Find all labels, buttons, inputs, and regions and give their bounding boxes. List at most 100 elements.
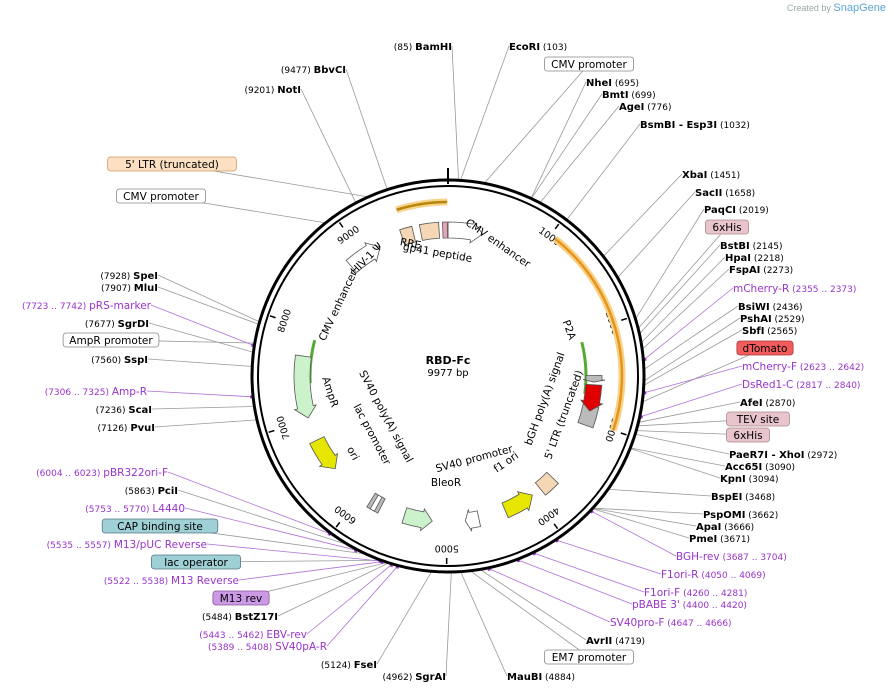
watermark-brand: SnapGene — [833, 2, 886, 14]
site-label-afei[interactable]: AfeI (2870) — [740, 398, 795, 409]
leader-line — [618, 191, 696, 278]
leader-line — [518, 559, 633, 605]
site-label-agei[interactable]: AgeI (776) — [619, 102, 671, 113]
site-label-text: pBABE 3' (4400 .. 4420) — [632, 599, 747, 611]
watermark-prefix: Created by — [786, 3, 831, 13]
site-label-hpai[interactable]: HpaI (2218) — [725, 253, 784, 264]
site-label-sbfi[interactable]: SbfI (2565) — [742, 326, 797, 337]
site-label-f1ori-f[interactable]: F1ori-F (4260 .. 4281) — [644, 587, 747, 599]
site-name: BsmBI - Esp3I — [640, 120, 717, 131]
site-label-text: F1ori-R (4050 .. 4069) — [661, 569, 766, 581]
site-label-bbvci[interactable]: (9477) BbvCI — [281, 65, 346, 76]
site-label-avrii[interactable]: AvrII (4719) — [586, 636, 645, 647]
site-label-pspomi[interactable]: PspOMI (3662) — [703, 510, 778, 521]
site-label-apai[interactable]: ApaI (3666) — [696, 522, 754, 533]
site-label-bstbi[interactable]: BstBI (2145) — [720, 241, 783, 252]
site-label-box — [62, 332, 160, 348]
site-label-mcherry-r[interactable]: mCherry-R (2355 .. 2373) — [733, 283, 856, 295]
site-label-text: BspEI (3468) — [711, 492, 775, 503]
site-position: (7723 .. 7742) — [22, 302, 89, 312]
ring-inner — [257, 185, 639, 567]
site-label-amp-r[interactable]: (7306 .. 7325) Amp-R — [45, 386, 147, 398]
plasmid-name: RBD-Fc — [426, 354, 471, 367]
site-label-cap-binding-site[interactable]: CAP binding site — [101, 518, 219, 534]
site-position: (2529) — [772, 315, 805, 325]
site-label-sgrdi[interactable]: (7677) SgrDI — [85, 319, 149, 330]
site-label-fsei[interactable]: (5124) FseI — [321, 660, 377, 671]
site-position: (4400 .. 4420) — [680, 601, 747, 611]
site-label-nhei[interactable]: NheI (695) — [586, 78, 639, 89]
leader-line — [154, 419, 257, 428]
site-label-prs-marker[interactable]: (7723 .. 7742) pRS-marker — [22, 300, 152, 312]
site-label-maubi[interactable]: MauBI (4884) — [507, 672, 575, 683]
site-label-sv40pa-r[interactable]: (5389 .. 5408) SV40pA-R — [208, 641, 327, 653]
site-label-m13-rev[interactable]: M13 rev — [212, 590, 270, 606]
site-label-5-ltr-truncated[interactable]: 5' LTR (truncated) — [107, 156, 237, 172]
site-label-pbr322ori-f[interactable]: (6004 .. 6023) pBR322ori-F — [36, 467, 168, 479]
site-position: (7306 .. 7325) — [45, 388, 112, 398]
site-label-text: DsRed1-C (2817 .. 2840) — [742, 379, 860, 391]
site-label-spei[interactable]: (7928) SpeI — [100, 271, 158, 282]
site-label-bmti[interactable]: BmtI (699) — [602, 90, 656, 101]
site-label-box — [107, 156, 237, 172]
site-label-m13-puc-reverse[interactable]: (5535 .. 5557) M13/pUC Reverse — [47, 539, 207, 551]
site-label-noti[interactable]: (9201) NotI — [244, 85, 301, 96]
leader-line — [594, 507, 704, 515]
site-name: SbfI — [742, 326, 764, 337]
site-label-fspai[interactable]: FspAI (2273) — [729, 265, 793, 276]
site-label-sv40pro-f[interactable]: SV40pro-F (4647 .. 4666) — [610, 617, 732, 629]
site-label-pmei[interactable]: PmeI (3671) — [689, 534, 750, 545]
feature-arrows[interactable] — [293, 198, 626, 532]
site-label-ecori[interactable]: EcoRI (103) — [509, 42, 567, 53]
site-label-lac-operator[interactable]: lac operator — [150, 554, 241, 570]
site-label-dtomato[interactable]: dTomato — [736, 340, 794, 356]
site-name: ApaI — [696, 522, 721, 533]
site-label-f1ori-r[interactable]: F1ori-R (4050 .. 4069) — [661, 569, 766, 581]
leader-line — [157, 274, 259, 322]
site-label-ampr-promoter[interactable]: AmpR promoter — [62, 332, 160, 348]
site-label-mlui[interactable]: (7907) MluI — [101, 283, 158, 294]
site-label-bgh-rev[interactable]: BGH-rev (3687 .. 3704) — [676, 551, 787, 563]
site-label-paer7i-xhoi[interactable]: PaeR7I - XhoI (2972) — [729, 450, 837, 461]
site-label-paqci[interactable]: PaqCI (2019) — [704, 205, 769, 216]
site-label-text: (7236) ScaI — [96, 405, 152, 416]
site-label-text: (5753 .. 5770) L4440 — [85, 503, 185, 515]
site-label-acc65i[interactable]: Acc65I (3090) — [725, 462, 795, 473]
site-label-bstz17i[interactable]: (5484) BstZ17I — [202, 612, 278, 623]
site-label-6xhis[interactable]: 6xHis — [705, 219, 749, 235]
site-label-pbabe-3[interactable]: pBABE 3' (4400 .. 4420) — [632, 599, 747, 611]
site-label-l4440[interactable]: (5753 .. 5770) L4440 — [85, 503, 185, 515]
site-label-em7-promoter[interactable]: EM7 promoter — [544, 649, 635, 665]
site-label-6xhis[interactable]: 6xHis — [726, 427, 770, 443]
site-label-ebv-rev[interactable]: (5443 .. 5462) EBV-rev — [199, 629, 307, 641]
site-label-bamhi[interactable]: (85) BamHI — [394, 42, 452, 53]
site-label-kpni[interactable]: KpnI (3094) — [720, 474, 779, 485]
site-label-mcherry-f[interactable]: mCherry-F (2623 .. 2642) — [742, 361, 864, 373]
site-label-bsiwi[interactable]: BsiWI (2436) — [738, 302, 803, 313]
site-label-bspei[interactable]: BspEI (3468) — [711, 492, 775, 503]
site-position: (5535 .. 5557) — [47, 541, 114, 551]
site-position: (5863) — [125, 487, 158, 497]
site-label-bsmbi-esp3i[interactable]: BsmBI - Esp3I (1032) — [640, 120, 750, 131]
site-label-sgrai[interactable]: (4962) SgrAI — [382, 672, 446, 683]
site-name: PspOMI — [703, 510, 745, 521]
site-label-cmv-promoter[interactable]: CMV promoter — [544, 56, 635, 72]
site-label-dsred1-c[interactable]: DsRed1-C (2817 .. 2840) — [742, 379, 860, 391]
site-label-tev-site[interactable]: TEV site — [726, 411, 790, 427]
site-label-xbai[interactable]: XbaI (1451) — [682, 170, 740, 181]
site-label-pshai[interactable]: PshAI (2529) — [740, 314, 804, 325]
scale-tick — [269, 315, 276, 319]
site-label-scai[interactable]: (7236) ScaI — [96, 405, 152, 416]
site-label-pcii[interactable]: (5863) PciI — [125, 486, 178, 497]
leader-line — [167, 471, 330, 534]
site-position: (2623 .. 2642) — [797, 363, 864, 373]
feature-bgh-poly-a-signal — [577, 403, 600, 429]
site-label-cmv-promoter[interactable]: CMV promoter — [116, 188, 206, 204]
site-label-text: FspAI (2273) — [729, 265, 793, 276]
site-label-m13-reverse[interactable]: (5522 .. 5538) M13 Reverse — [104, 575, 239, 587]
site-label-sacii[interactable]: SacII (1658) — [695, 188, 755, 199]
site-label-sspi[interactable]: (7560) SspI — [91, 355, 148, 366]
site-label-pvui[interactable]: (7126) PvuI — [98, 423, 155, 434]
